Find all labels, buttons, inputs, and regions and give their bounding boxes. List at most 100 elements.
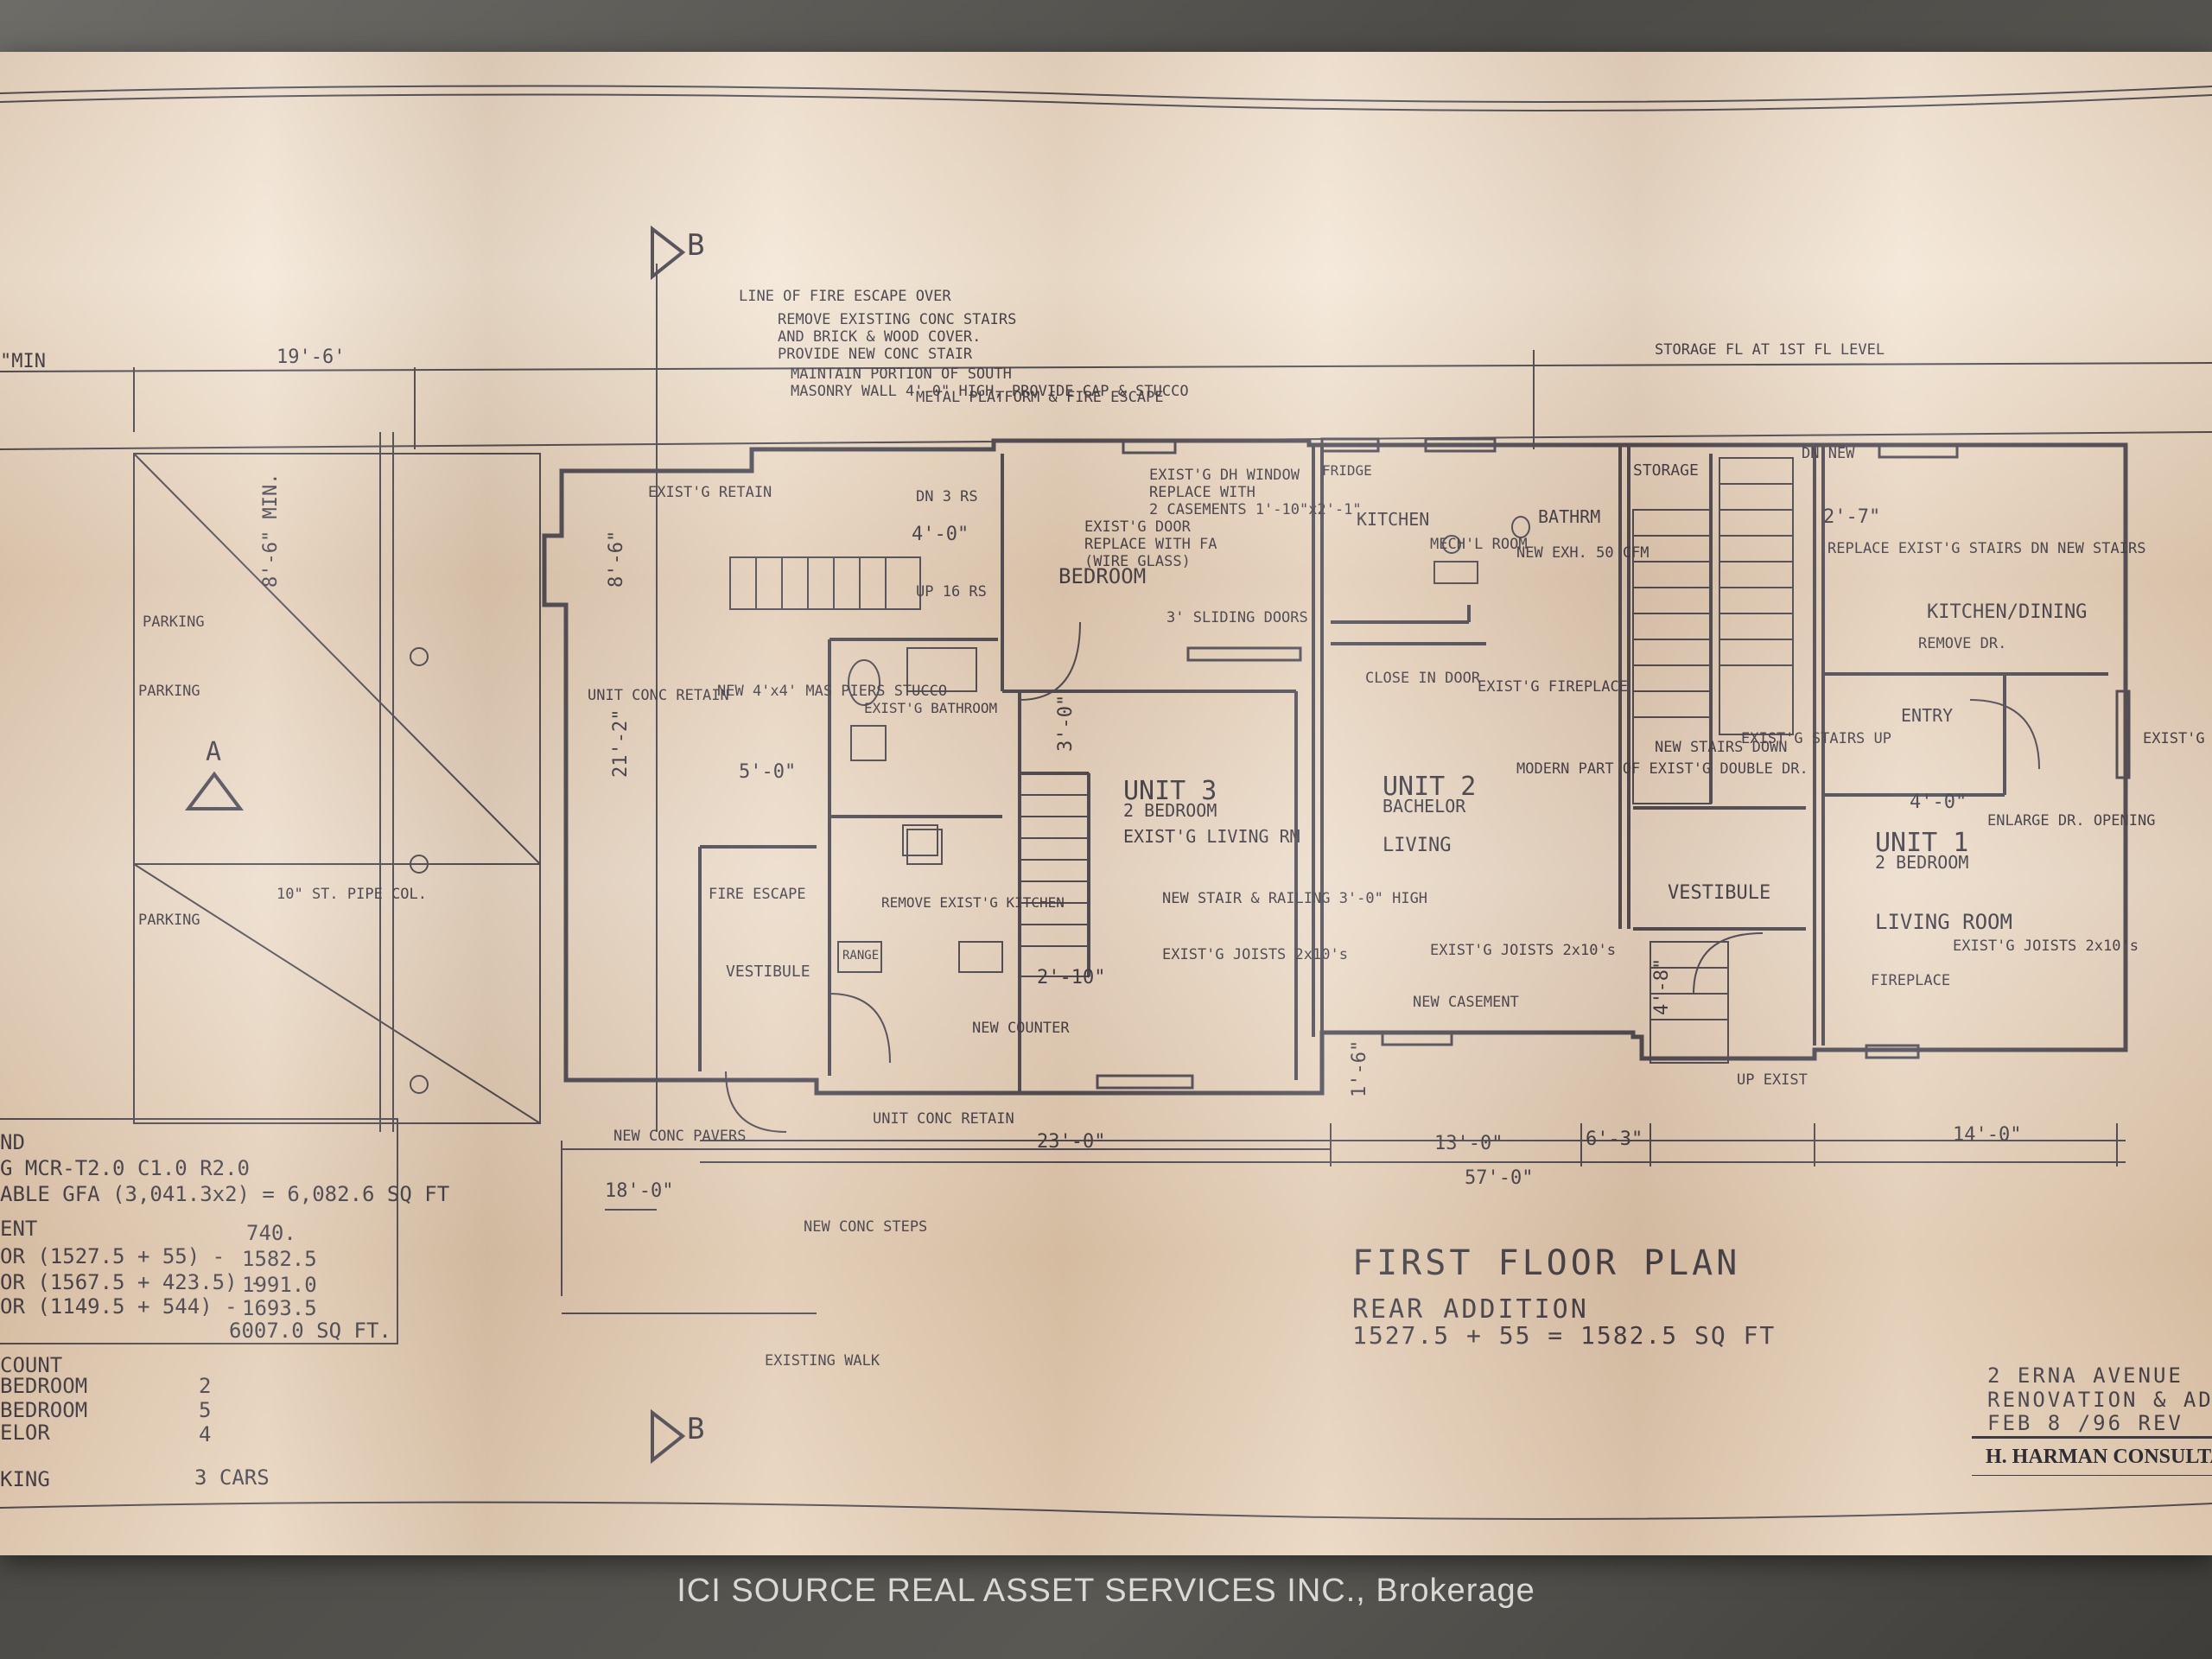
legend-third-label: OR (1149.5 + 544) -	[0, 1294, 238, 1319]
note-exist-fireplace: EXIST'G FIREPLACE	[1478, 678, 1628, 696]
section-mark-top	[651, 225, 686, 281]
section-label-top: B	[687, 228, 704, 263]
note-remove-stairs-2: AND BRICK & WOOD COVER.	[778, 328, 981, 346]
section-label-left: A	[206, 737, 221, 767]
sheet-border	[0, 85, 2212, 1520]
dim-width-top: 19'-6'	[276, 346, 345, 368]
note-steel-column: 10" ST. PIPE COL.	[276, 886, 427, 903]
legend-two-bed-val: 2	[199, 1374, 211, 1398]
note-fire-escape-line: LINE OF FIRE ESCAPE OVER	[739, 288, 951, 305]
dim-vestibule: 6'-3"	[1586, 1128, 1643, 1150]
dim-2-7: 2'-7"	[1823, 506, 1880, 528]
plan-title: FIRST FLOOR PLAN	[1352, 1243, 1740, 1283]
legend-third-value: 1693.5	[242, 1296, 317, 1320]
dim-3-0: 3'-0"	[1055, 695, 1077, 752]
parking-area	[133, 432, 541, 1132]
dim-parking-height: 8'-6" MIN.	[260, 474, 282, 588]
note-window-1: EXIST'G DH WINDOW	[1149, 467, 1300, 484]
legend-first-label: OR (1527.5 + 55) -	[0, 1244, 225, 1268]
dim-unit3: 23'-0"	[1037, 1131, 1105, 1153]
dim-overall: 57'-0"	[1465, 1167, 1533, 1189]
consultant-stamp: H. HARMAN CONSULTANT	[1972, 1436, 2212, 1476]
legend-gfa: ABLE GFA (3,041.3x2) = 6,082.6 SQ FT	[0, 1182, 449, 1206]
note-door-3: (WIRE GLASS)	[1084, 553, 1191, 570]
note-unit-conc-retain: UNIT CONC RETAIN	[873, 1110, 1014, 1128]
note-new-counter: NEW COUNTER	[972, 1020, 1070, 1037]
legend-two-bed: BEDROOM	[0, 1374, 87, 1398]
note-parking-2: PARKING	[138, 683, 200, 700]
legend-total: 6007.0 SQ FT.	[229, 1319, 391, 1343]
note-maintain-1: MAINTAIN PORTION OF SOUTH	[791, 365, 1012, 383]
remove-kitchen-label: REMOVE EXIST'G KITCHEN	[881, 894, 1065, 911]
note-new-pavers: NEW CONC PAVERS	[613, 1128, 747, 1145]
legend-parking: KING	[0, 1467, 50, 1491]
dim-5-0: 5'-0"	[739, 761, 796, 783]
bedroom-label: BEDROOM	[1058, 564, 1146, 588]
range-label: RANGE	[842, 949, 879, 963]
dim-1-6: 1'-6"	[1349, 1040, 1370, 1097]
dim-2-10: 2'-10"	[1037, 967, 1105, 988]
kitchen-dining-label: KITCHEN/DINING	[1927, 601, 2087, 623]
note-parking-1: PARKING	[143, 613, 205, 631]
note-door-1: EXIST'G DOOR	[1084, 518, 1192, 536]
vestibule-label: VESTIBULE	[1668, 882, 1770, 904]
dim-unit1: 14'-0"	[1953, 1124, 2021, 1146]
unit3-type: 2 BEDROOM	[1123, 800, 1217, 821]
note-window-3: 2 CASEMENTS 1'-10"x2'-1"	[1149, 501, 1362, 518]
legend-bachelor: ELOR	[0, 1421, 50, 1445]
brokerage-watermark: ICI SOURCE REAL ASSET SERVICES INC., Bro…	[677, 1573, 1535, 1609]
stairs	[729, 457, 1794, 1064]
section-label-bottom: B	[687, 1412, 704, 1446]
note-dn-new: DN NEW	[1802, 445, 1855, 462]
note-new-stairs-down: NEW STAIRS DOWN	[1655, 739, 1788, 756]
dim-4-8: 4'-8"	[1651, 958, 1673, 1015]
unit3-name: UNIT 3	[1123, 776, 1217, 806]
note-door-2: REPLACE WITH FA	[1084, 536, 1217, 553]
annotation-notes: LINE OF FIRE ESCAPE OVER REMOVE EXISTING…	[138, 288, 2212, 1370]
note-remove-stairs-1: REMOVE EXISTING CONC STAIRS	[778, 311, 1016, 328]
dim-86: 8'-6"	[606, 531, 627, 588]
note-unit-conc-retain-2: UNIT CONC RETAIN	[588, 687, 729, 704]
note-existing-walk: EXISTING WALK	[765, 1352, 880, 1370]
note-new-exh: NEW EXH. 50 CFM	[1516, 544, 1649, 562]
legend-second-value: 1991.0	[242, 1273, 317, 1297]
project-line-1: 2 ERNA AVENUE	[1987, 1363, 2183, 1388]
unit1-name: UNIT 1	[1875, 828, 1968, 858]
bottom-dimension-lines	[561, 1123, 2126, 1314]
note-close-door: CLOSE IN DOOR	[1365, 670, 1481, 687]
note-joists-u1: EXIST'G JOISTS 2x10's	[1953, 938, 2139, 955]
legend-first-value: 1582.5	[242, 1247, 317, 1271]
note-mech-room: MECH'L ROOM	[1430, 536, 1528, 553]
note-parking-3: PARKING	[138, 912, 200, 929]
note-dn-3: DN 3 RS	[916, 488, 978, 505]
section-mark-left	[185, 771, 244, 810]
note-fire-escape: FIRE ESCAPE	[709, 886, 806, 903]
unit1-room: LIVING ROOM	[1875, 910, 2012, 934]
dim-4-0: 4'-0"	[912, 524, 969, 545]
note-joists-u3: EXIST'G JOISTS 2x10's	[1162, 946, 1348, 963]
note-exist-retain: EXIST'G RETAIN	[648, 484, 772, 501]
section-mark-bottom	[651, 1408, 686, 1465]
note-joists-u2: EXIST'G JOISTS 2x10's	[1430, 942, 1616, 959]
dim-left-stairs: 18'-0"	[605, 1180, 673, 1202]
legend-header: ND	[0, 1130, 25, 1154]
note-fireplace: FIREPLACE	[1871, 972, 1950, 989]
unit2-type: BACHELOR	[1382, 796, 1466, 817]
legend-count-value: 740.	[246, 1221, 296, 1245]
legend-box	[0, 1118, 398, 1344]
plan-area: 1527.5 + 55 = 1582.5 SQ FT	[1352, 1321, 1776, 1350]
legend-count-label: ENT	[0, 1217, 37, 1241]
note-new-casement: NEW CASEMENT	[1413, 994, 1519, 1011]
storage-label: STORAGE	[1633, 461, 1699, 480]
note-remove-dr: REMOVE DR.	[1918, 635, 2006, 652]
dim-4-0-unit1: 4'-0"	[1910, 791, 1967, 813]
fridge-label: FRIDGE	[1322, 462, 1372, 479]
title-block: FIRST FLOOR PLAN REAR ADDITION 1527.5 + …	[1352, 1243, 2212, 1435]
note-enlarge-opening: ENLARGE DR. OPENING	[1987, 812, 2155, 830]
unit2-name: UNIT 2	[1382, 772, 1476, 802]
note-maintain-2: MASONRY WALL 4'-0" HIGH, PROVIDE CAP & S…	[791, 383, 1189, 400]
note-new-stair: NEW STAIR & RAILING 3'-0" HIGH	[1162, 890, 1427, 907]
note-modern-part: MODERN PART OF EXIST'G DOUBLE DR.	[1516, 760, 1808, 778]
legend-bachelor-val: 4	[199, 1422, 211, 1446]
